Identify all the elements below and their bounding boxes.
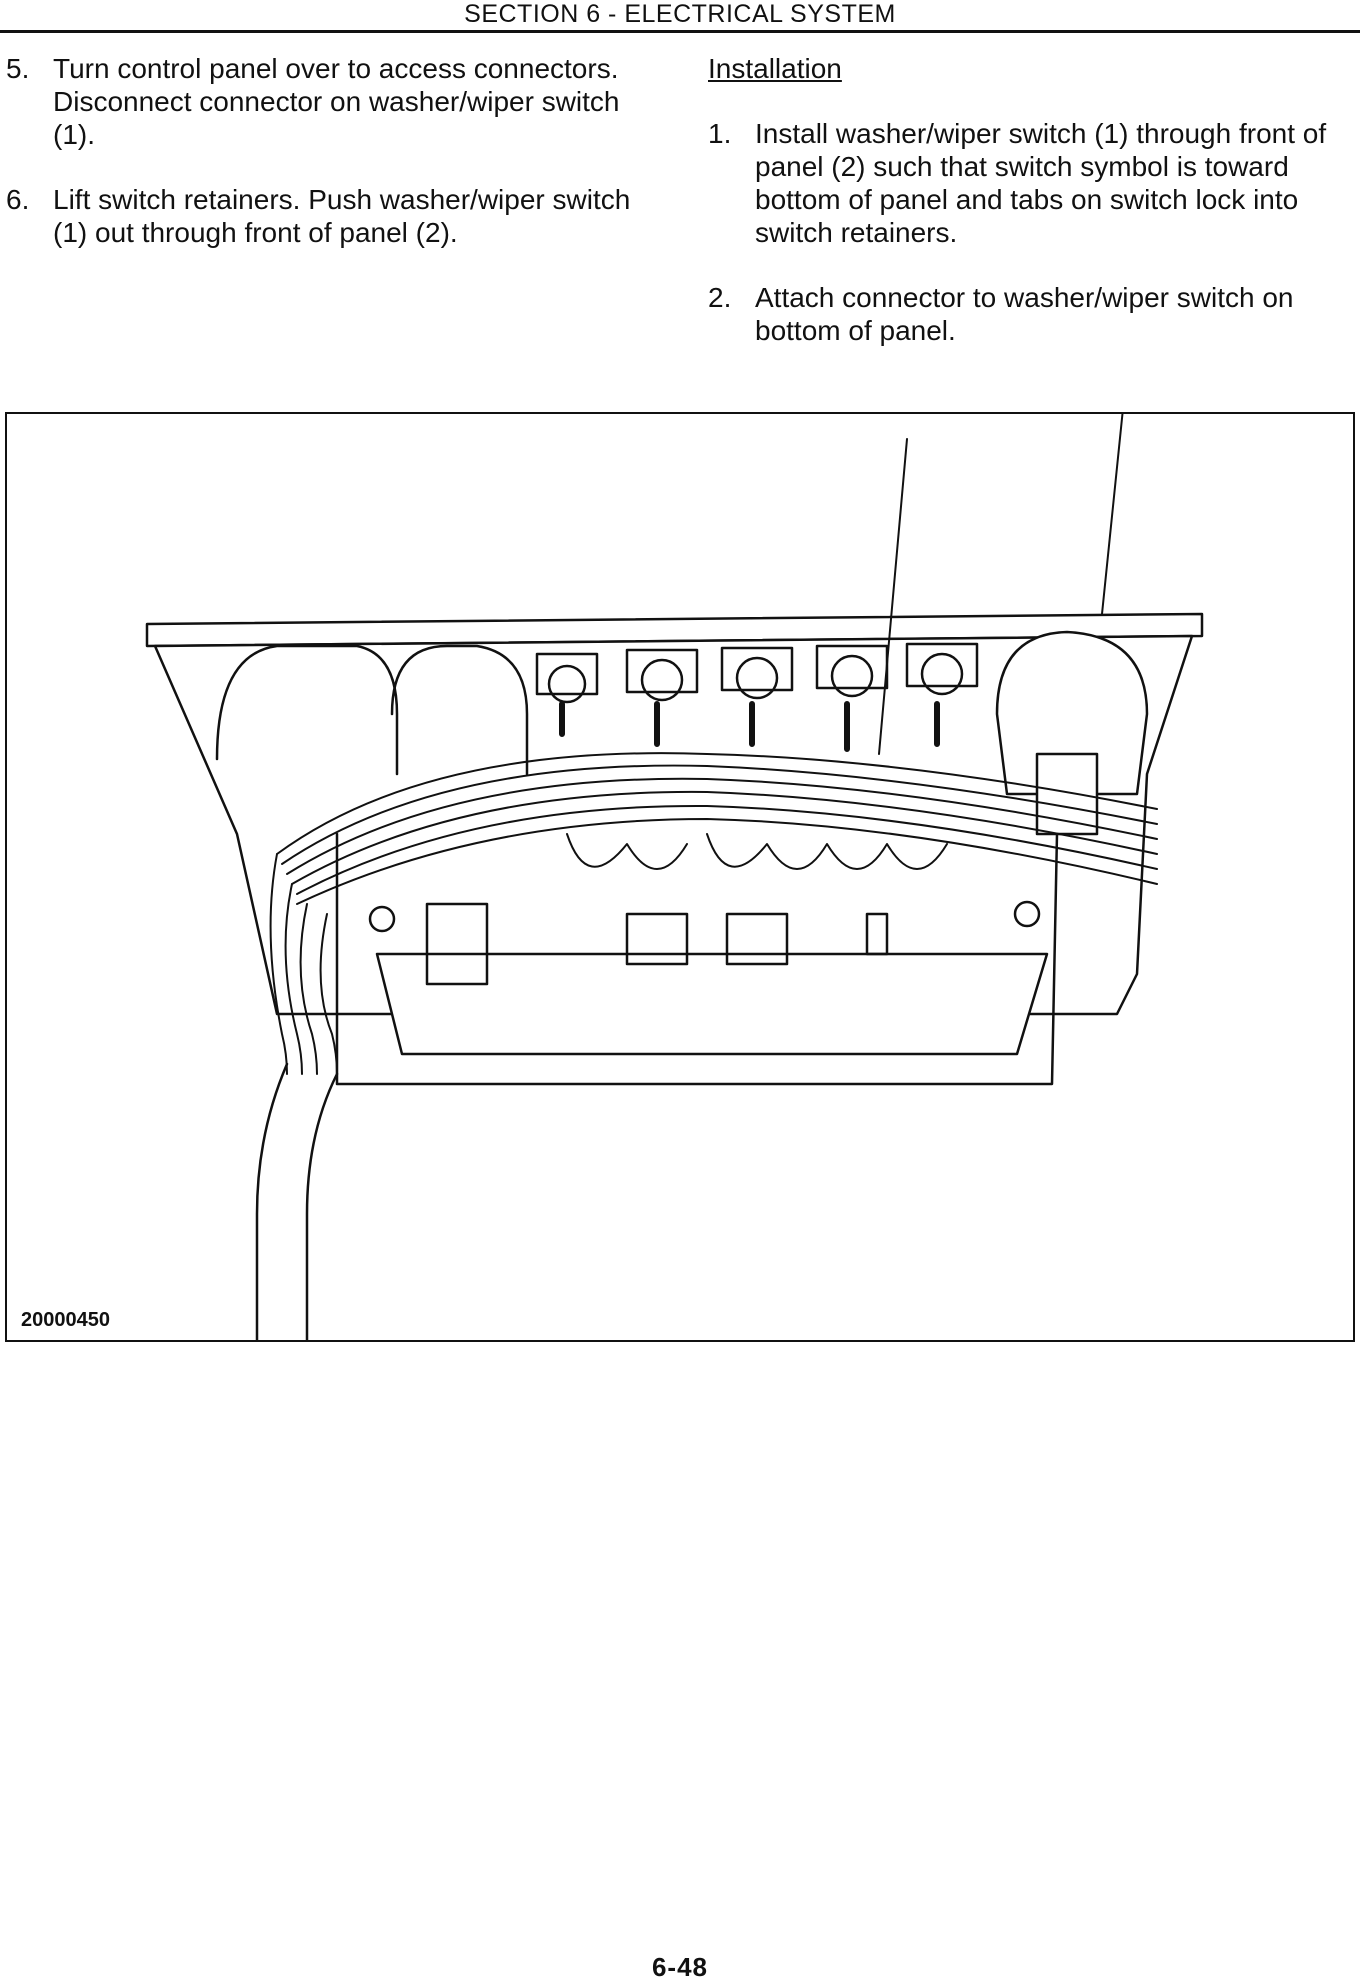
- step-text: Attach connector to washer/wiper switch …: [755, 282, 1294, 346]
- control-panel-illustration: [145, 414, 1204, 1340]
- figure-id: 20000450: [21, 1309, 110, 1331]
- callout-1-leader: [878, 438, 908, 755]
- install-step-1: 1. Install washer/wiper switch (1) throu…: [708, 117, 1348, 249]
- control-panel-figure: 1 2 20000450: [5, 412, 1355, 1342]
- callout-2-leader: [1101, 414, 1124, 615]
- step-6: 6. Lift switch retainers. Push washer/wi…: [6, 183, 646, 249]
- step-text: Turn control panel over to access connec…: [53, 53, 620, 150]
- step-number: 5.: [6, 53, 30, 84]
- removal-steps: 5. Turn control panel over to access con…: [6, 52, 646, 281]
- step-number: 1.: [708, 118, 732, 149]
- install-step-2: 2. Attach connector to washer/wiper swit…: [708, 281, 1348, 347]
- page-number: 6-48: [651, 1952, 709, 1982]
- page-header: SECTION 6 - ELECTRICAL SYSTEM: [0, 0, 1360, 33]
- step-number: 2.: [708, 282, 732, 313]
- step-number: 6.: [6, 184, 30, 215]
- wiring-harness: [269, 752, 1158, 1075]
- step-text: Lift switch retainers. Push washer/wiper…: [53, 184, 631, 248]
- step-5: 5. Turn control panel over to access con…: [6, 52, 646, 151]
- step-text: Install washer/wiper switch (1) through …: [755, 118, 1327, 248]
- installation-heading: Installation: [708, 53, 842, 84]
- section-title: SECTION 6 - ELECTRICAL SYSTEM: [464, 0, 896, 28]
- installation-section: Installation 1. Install washer/wiper swi…: [708, 52, 1348, 379]
- switch-row: [535, 642, 979, 752]
